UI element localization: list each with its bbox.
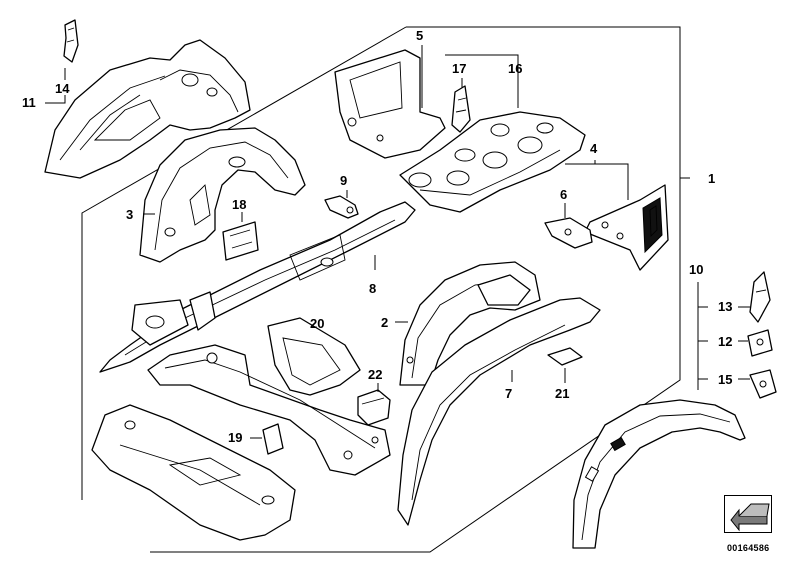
part-7-wheel-arch[interactable]	[397, 297, 601, 526]
part-10-wheel-arch-liner[interactable]	[572, 399, 746, 549]
callout-13[interactable]: 13	[718, 299, 733, 314]
callout-6[interactable]: 6	[560, 187, 568, 202]
group-10-bracket	[697, 282, 708, 390]
callout-7[interactable]: 7	[505, 386, 513, 401]
callout-5[interactable]: 5	[416, 28, 424, 43]
leader-4	[565, 160, 629, 200]
part-2-wheel-housing[interactable]	[399, 261, 541, 386]
arrow-down-left-icon[interactable]	[724, 495, 772, 533]
callout-15[interactable]: 15	[718, 372, 733, 387]
part-6-bracket[interactable]	[544, 217, 593, 249]
callout-22[interactable]: 22	[368, 367, 383, 382]
part-9-bracket[interactable]	[324, 195, 359, 219]
part-13-clip[interactable]	[749, 271, 771, 323]
part-crossmember[interactable]	[147, 344, 391, 476]
part-22-bracket[interactable]	[357, 389, 391, 426]
part-18-bracket[interactable]	[222, 221, 259, 261]
callout-18[interactable]: 18	[232, 197, 247, 212]
part-20-reinforcement[interactable]	[267, 317, 361, 396]
part-12-clip[interactable]	[747, 329, 773, 357]
callout-2[interactable]: 2	[381, 315, 389, 330]
callout-14[interactable]: 14	[55, 81, 70, 96]
callout-19[interactable]: 19	[228, 430, 243, 445]
part-14-clip[interactable]	[63, 19, 79, 63]
callout-21[interactable]: 21	[555, 386, 570, 401]
part-16-floor-pan[interactable]	[399, 111, 586, 213]
part-rear-floor[interactable]	[91, 404, 296, 541]
callout-10[interactable]: 10	[689, 262, 704, 277]
part-15-clip[interactable]	[749, 369, 777, 399]
callout-16[interactable]: 16	[508, 61, 523, 76]
part-5-box[interactable]	[334, 49, 446, 159]
callout-12[interactable]: 12	[718, 334, 733, 349]
part-17-clip[interactable]	[451, 85, 471, 133]
part-11-wheel-arch-cover[interactable]	[44, 39, 251, 179]
callout-17[interactable]: 17	[452, 61, 467, 76]
callout-20[interactable]: 20	[310, 316, 325, 331]
callout-3[interactable]: 3	[126, 207, 134, 222]
part-3-wheel-housing[interactable]	[139, 127, 306, 263]
callout-8[interactable]: 8	[369, 281, 377, 296]
image-id-label: 00164586	[727, 543, 770, 553]
callout-11[interactable]: 11	[22, 95, 36, 110]
callout-4[interactable]: 4	[590, 141, 598, 156]
part-4-bracket[interactable]	[584, 184, 669, 271]
part-19-clip[interactable]	[262, 423, 284, 455]
part-21-clip[interactable]	[547, 347, 583, 366]
group-1-bracket	[679, 27, 690, 380]
leader-16	[445, 54, 519, 108]
part-8-longitudinal-member[interactable]	[99, 201, 416, 373]
callout-1[interactable]: 1	[708, 171, 716, 186]
callout-9[interactable]: 9	[340, 173, 348, 188]
leader-11	[45, 95, 66, 104]
